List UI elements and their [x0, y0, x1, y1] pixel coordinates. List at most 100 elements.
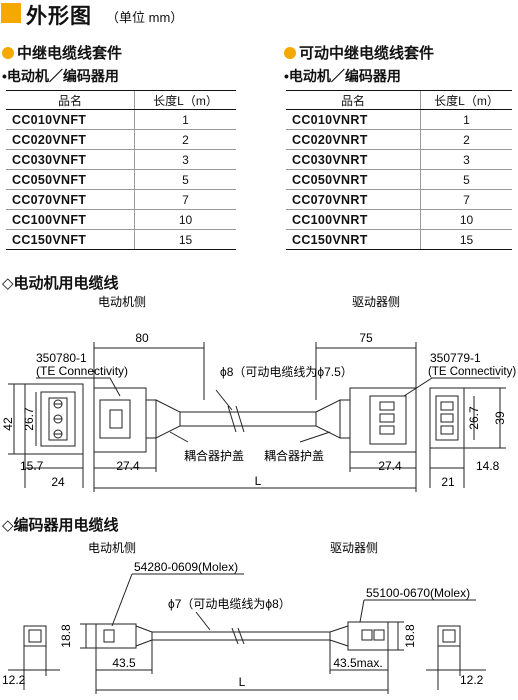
length-cell: 5 [134, 169, 236, 190]
col-length-header: 长度L（m） [420, 90, 512, 110]
motor-dim-14-8: 14.8 [476, 459, 500, 473]
motor-left-part-number: 350780-1 [36, 351, 87, 365]
motor-end-view-left [24, 383, 84, 455]
motor-right-part-number: 350779-1 [430, 351, 481, 365]
page-title: 外形图 （单位 mm） [0, 0, 240, 30]
table-header-row: 品名 长度L（m） [286, 90, 512, 110]
coupler-cover-right-label: 耦合器护盖 [264, 448, 324, 463]
motor-cable-diameter: ϕ8（可动电缆线为ϕ7.5） [220, 365, 353, 379]
motor-dim-75: 75 [359, 331, 373, 345]
motor-dim-39: 39 [493, 411, 507, 425]
length-cell: 7 [134, 189, 236, 210]
encoder-right-part-number: 55100-0670(Molex) [366, 586, 470, 600]
motor-dim-21: 21 [441, 475, 455, 489]
motor-dim-42: 42 [1, 417, 15, 431]
encoder-right-connector [347, 621, 389, 651]
motor-dim-27-4-right: 27.4 [378, 459, 402, 473]
encoder-side-right-label: 驱动器侧 [330, 541, 378, 555]
encoder-left-connector [95, 623, 137, 649]
motor-dim-15-7: 15.7 [20, 459, 44, 473]
motor-side-left-label: 电动机侧 [98, 295, 146, 309]
motor-end-view-right [429, 387, 465, 449]
motor-dim-26-7-left: 26.7 [22, 407, 36, 431]
motor-side-right-label: 驱动器侧 [352, 295, 400, 309]
table-header-row: 品名 长度L（m） [6, 90, 236, 110]
motor-right-manufacturer: (TE Connectivity) [428, 366, 516, 378]
encoder-dim-L: L [239, 675, 246, 689]
model-cell: CC050VNFT [6, 169, 135, 190]
model-cell: CC070VNRT [286, 189, 421, 210]
length-cell: 2 [134, 129, 236, 150]
model-cell: CC010VNFT [6, 109, 135, 130]
length-cell: 3 [420, 149, 512, 170]
model-cell: CC010VNRT [286, 109, 421, 130]
model-cell: CC050VNRT [286, 169, 421, 190]
relay-set-subheading: •电动机／编码器用 [2, 68, 119, 84]
title-marker [1, 3, 21, 23]
encoder-dim-18-8-left: 18.8 [59, 624, 73, 648]
model-cell: CC150VNFT [6, 229, 135, 250]
motor-cable-drawing: 电动机侧 驱动器侧 80 75 350780-1 (TE Connectivit… [1, 295, 516, 492]
motor-dim-27-4-left: 27.4 [116, 459, 140, 473]
motor-dim-80: 80 [135, 331, 149, 345]
title-text: 外形图 [26, 5, 92, 28]
length-cell: 1 [134, 109, 236, 130]
encoder-dim-12-2-right: 12.2 [460, 673, 484, 687]
encoder-cable-drawing: 电动机侧 驱动器侧 54280-0609(Molex) 55100-0670(M… [2, 541, 486, 694]
length-cell: 3 [134, 149, 236, 170]
encoder-cable-diameter: ϕ7（可动电缆线为ϕ8） [168, 597, 291, 611]
model-cell: CC100VNFT [6, 209, 135, 230]
encoder-dim-43-5-max: 43.5max. [333, 656, 382, 670]
title-unit: （单位 mm） [106, 10, 184, 25]
encoder-left-part-number: 54280-0609(Molex) [134, 560, 238, 574]
model-cell: CC030VNFT [6, 149, 135, 170]
orange-dot-icon [2, 47, 14, 59]
length-cell: 10 [134, 209, 236, 230]
flex-set-subheading: •电动机／编码器用 [284, 68, 401, 84]
col-name-header: 品名 [286, 90, 421, 110]
model-cell: CC100VNRT [286, 209, 421, 230]
motor-left-connector [93, 387, 147, 453]
model-cell: CC150VNRT [286, 229, 421, 250]
encoder-dim-12-2-left: 12.2 [2, 673, 26, 687]
encoder-side-left-label: 电动机侧 [88, 541, 136, 555]
encoder-dim-18-8-right: 18.8 [403, 624, 417, 648]
length-cell: 2 [420, 129, 512, 150]
encoder-cable-heading: ◇编码器用电缆线 [2, 517, 119, 534]
orange-dot-icon [284, 47, 296, 59]
relay-set-heading: 中继电缆线套件 [2, 42, 122, 63]
motor-dim-L: L [255, 474, 262, 488]
coupler-cover-left-label: 耦合器护盖 [184, 448, 244, 463]
model-cell: CC030VNRT [286, 149, 421, 170]
length-cell: 5 [420, 169, 512, 190]
col-length-header: 长度L（m） [134, 90, 236, 110]
motor-left-manufacturer: (TE Connectivity) [36, 364, 128, 378]
motor-right-connector [349, 387, 417, 453]
flex-set-heading: 可动中继电缆线套件 [284, 42, 434, 63]
motor-dim-24: 24 [51, 475, 65, 489]
model-cell: CC070VNFT [6, 189, 135, 210]
encoder-dim-43-5: 43.5 [112, 656, 136, 670]
model-cell: CC020VNFT [6, 129, 135, 150]
motor-dim-26-7-right: 26.7 [467, 406, 481, 430]
encoder-end-view-left [23, 625, 47, 647]
length-cell: 1 [420, 109, 512, 130]
col-name-header: 品名 [6, 90, 135, 110]
motor-cable-heading: ◇电动机用电缆线 [2, 275, 119, 292]
length-cell: 7 [420, 189, 512, 210]
